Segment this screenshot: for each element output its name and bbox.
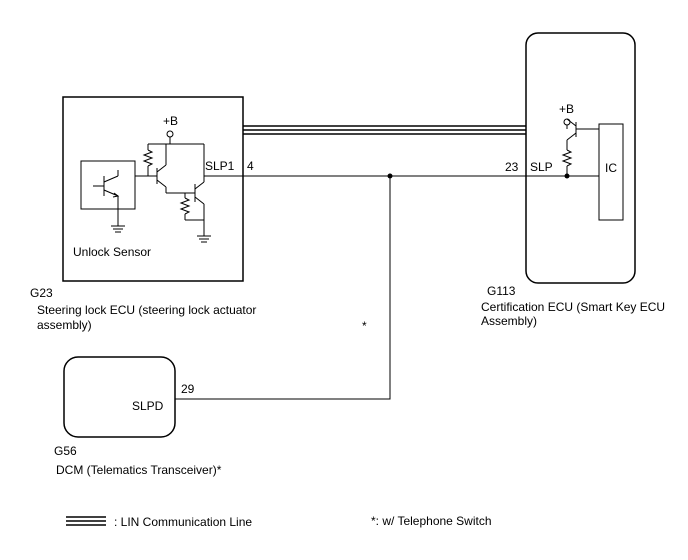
- unlock-sensor-box: [80, 160, 136, 210]
- certification-supply-label: +B: [559, 102, 574, 116]
- steering-pin-number: 4: [247, 159, 254, 173]
- certification-ecu-name-line2: Assembly): [481, 314, 537, 328]
- branch-note-mark: *: [362, 319, 367, 333]
- ic-box: [598, 123, 624, 221]
- certification-pin-number: 23: [505, 160, 519, 174]
- certification-supply-circuit: [561, 118, 599, 176]
- certification-supply-terminal-icon: [563, 118, 571, 126]
- certification-ecu-name-line1: Certification ECU (Smart Key ECU: [481, 300, 665, 314]
- telephone-switch-note: *: w/ Telephone Switch: [371, 514, 492, 528]
- dcm-pin-number: 29: [181, 382, 195, 396]
- dcm-pin-name: SLPD: [132, 399, 164, 413]
- steering-supply-terminal-icon: [166, 130, 174, 138]
- sensor-ground-icon: [111, 225, 125, 233]
- lin-legend-label: : LIN Communication Line: [114, 515, 252, 529]
- unlock-sensor-phototransistor-icon: [93, 170, 120, 226]
- steering-pin-name: SLP1: [205, 159, 235, 173]
- dcm-name: DCM (Telematics Transceiver)*: [56, 463, 222, 477]
- steering-ground-icon: [197, 235, 211, 243]
- dcm-box: [63, 356, 176, 438]
- certification-ecu-code: G113: [487, 284, 516, 298]
- steering-supply-label: +B: [163, 114, 178, 128]
- dcm-branch-wire: [175, 176, 391, 400]
- steering-supply-circuit: [135, 137, 218, 236]
- dcm-code: G56: [54, 444, 77, 458]
- certification-junction-dot: [564, 173, 570, 179]
- steering-lock-ecu-box: [62, 96, 244, 282]
- steering-lock-ecu-code: G23: [30, 286, 53, 300]
- certification-pin-name: SLP: [530, 160, 553, 174]
- steering-lock-ecu-name-line1: Steering lock ECU (steering lock actuato…: [37, 303, 256, 317]
- unlock-sensor-label: Unlock Sensor: [73, 245, 151, 259]
- lin-bus-line: [243, 125, 526, 135]
- lin-legend-symbol: [66, 516, 106, 526]
- steering-lock-ecu-name-line2: assembly): [37, 318, 92, 332]
- certification-ecu-box: [525, 32, 636, 284]
- ic-label: IC: [605, 161, 617, 175]
